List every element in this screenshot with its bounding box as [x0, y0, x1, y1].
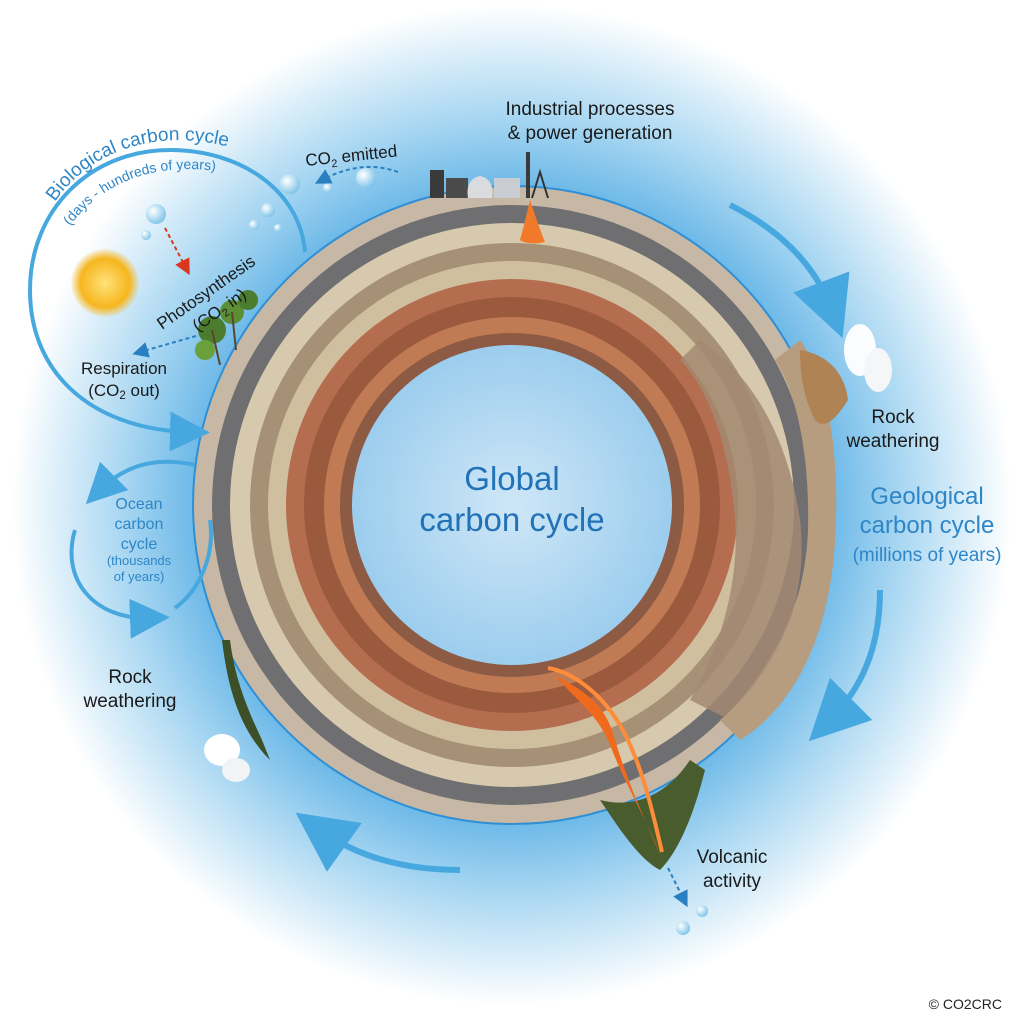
left-landmass — [222, 640, 270, 760]
volcanic-activity-label: Volcanic activity — [696, 847, 768, 892]
geological-cycle-subtitle: (millions of years) — [852, 545, 1002, 566]
ocean-cycle-arrow-right — [173, 519, 213, 610]
ocean-cycle-subtitle: (thousands of years) — [106, 553, 172, 584]
geological-arrow-right — [808, 589, 883, 742]
factory-icon — [430, 152, 549, 199]
rock-weathering-right-label: Rock weathering — [846, 407, 940, 452]
industrial-injection — [520, 200, 545, 244]
left-weathering-cloud-icon — [204, 734, 250, 782]
cycle-arrows — [27, 147, 883, 873]
rock-weathering-left-label: Rock weathering — [83, 667, 177, 712]
ocean-cycle-arrow-top — [85, 459, 196, 505]
geological-arrow-bottom — [295, 812, 461, 873]
geological-arrow-top — [728, 202, 850, 339]
biological-cycle-arrow — [27, 147, 307, 452]
sun-icon — [71, 249, 139, 317]
ocean-cycle-word: cycle — [120, 536, 158, 553]
volcanic-dashed-arrow — [667, 867, 688, 908]
earth-cross-section — [194, 187, 837, 823]
ocean-cycle-title: Ocean carbon — [114, 496, 164, 533]
magma-plume — [547, 666, 664, 855]
respiration-label: Respiration (CO2 out) — [81, 359, 167, 402]
industrial-label: Industrial processes & power generation — [505, 99, 675, 144]
trees-icon — [195, 290, 258, 366]
co2-emitted-dashed-arrow — [314, 166, 399, 184]
weathering-outcrop — [800, 350, 848, 424]
geological-cycle-title: Geological carbon cycle — [859, 483, 995, 539]
copyright: © CO2CRC — [928, 996, 1002, 1012]
co2-bubbles — [141, 168, 708, 935]
weathering-cloud-icon — [844, 324, 892, 392]
respiration-dashed-arrow — [132, 335, 197, 358]
center-title: Global carbon cycle — [419, 460, 605, 538]
ocean-cycle-arrow-bottom — [69, 529, 170, 639]
photosynthesis-dashed-arrow — [164, 227, 190, 276]
